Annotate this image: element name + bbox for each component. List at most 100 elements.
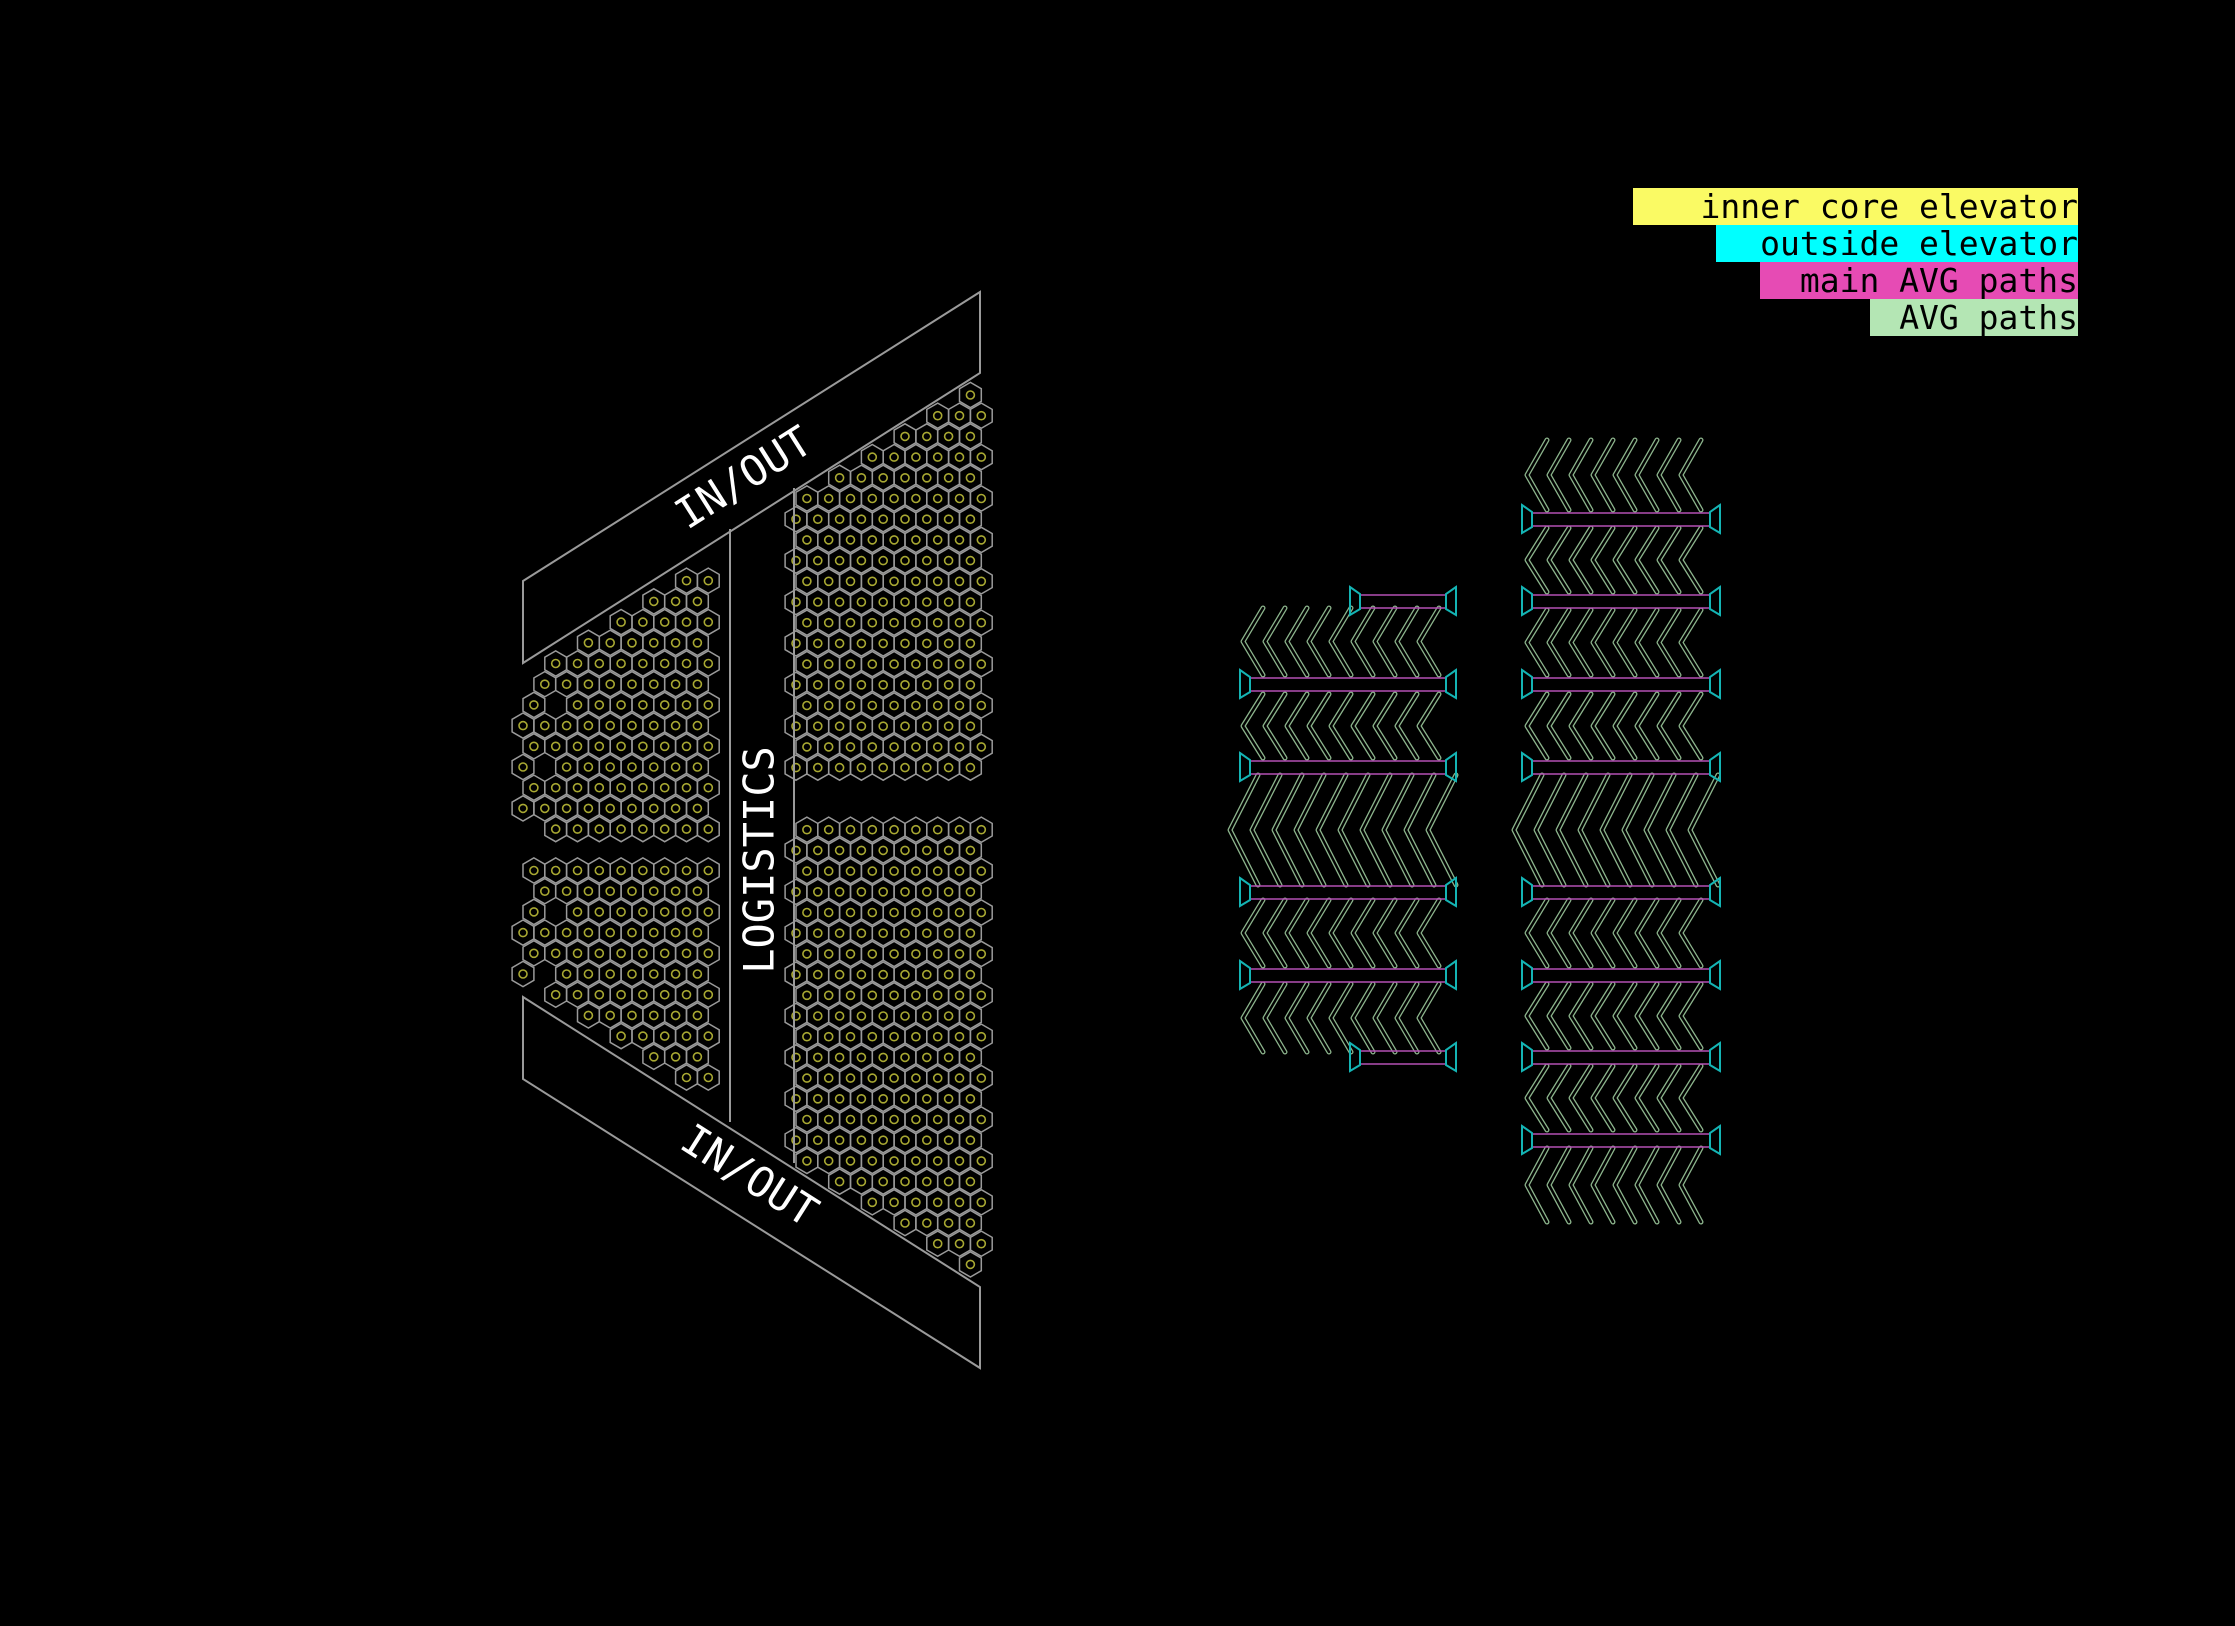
storage-slot-marker — [681, 575, 692, 586]
storage-hex-cell — [958, 671, 983, 699]
storage-hex-cell — [936, 1209, 961, 1237]
avg-path-chevron-inner — [1556, 773, 1588, 887]
storage-hex-cell — [533, 794, 557, 822]
storage-hex-cell — [947, 981, 972, 1009]
storage-slot-marker — [878, 1011, 889, 1021]
storage-hex-cell — [936, 1002, 961, 1030]
storage-slot-marker — [943, 597, 954, 607]
storage-hex-cell — [827, 1126, 852, 1154]
storage-hex-cell — [565, 650, 590, 677]
storage-hex-cell — [817, 981, 841, 1009]
avg-path-chevron — [1678, 525, 1704, 595]
storage-slot-marker — [681, 824, 692, 834]
storage-slot-marker — [572, 907, 583, 917]
storage-hex-cell — [598, 629, 622, 657]
storage-slot-marker — [638, 989, 648, 1000]
storage-hex-cell — [849, 712, 874, 740]
storage-hex-cell — [544, 774, 568, 802]
storage-hex-cell — [860, 526, 884, 554]
storage-hex-cell — [915, 754, 939, 782]
elevator-icon — [1445, 585, 1457, 617]
storage-slot-marker — [911, 617, 921, 628]
storage-slot-marker — [561, 803, 572, 814]
storage-slot-marker — [550, 824, 561, 834]
storage-slot-marker — [802, 700, 812, 711]
storage-hex-cell — [642, 712, 666, 740]
avg-path-chevron — [1568, 1145, 1594, 1225]
avg-path-chevron-inner — [1635, 982, 1659, 1050]
storage-slot-marker — [791, 1011, 801, 1021]
storage-hex-cell — [860, 692, 884, 719]
storage-hex-cell — [936, 1043, 961, 1071]
avg-path-chevron — [1240, 981, 1266, 1055]
avg-path-chevron-inner — [1373, 982, 1397, 1054]
storage-slot-marker — [627, 886, 637, 897]
storage-hex-cell — [663, 670, 688, 698]
storage-slot-marker — [856, 555, 867, 566]
storage-slot-marker — [943, 472, 954, 483]
storage-hex-cell — [544, 857, 568, 884]
storage-hex-cell — [827, 836, 852, 864]
storage-slot-marker — [670, 1010, 681, 1021]
storage-hex-cell — [838, 609, 863, 637]
elevator-icon — [1445, 876, 1457, 908]
storage-slot-marker — [648, 679, 659, 690]
storage-hex-cell — [631, 815, 655, 843]
storage-hex-cell — [806, 1085, 830, 1113]
avg-path-chevron-inner — [1307, 898, 1331, 968]
storage-hex-cell — [696, 732, 720, 760]
storage-hex-cell — [587, 650, 611, 677]
storage-slot-marker — [791, 514, 801, 525]
avg-path-chevron — [1524, 525, 1550, 595]
storage-slot-marker — [921, 1011, 932, 1021]
avg-path-chevron — [1612, 1063, 1638, 1133]
storage-slot-marker — [900, 431, 910, 442]
avg-path-chevron — [1284, 981, 1310, 1055]
avg-path-chevron — [1524, 691, 1550, 761]
storage-slot-marker — [703, 782, 714, 793]
storage-hex-cell — [860, 733, 884, 761]
storage-hex-cell — [947, 1023, 972, 1051]
storage-hex-cell — [827, 712, 852, 740]
storage-slot-marker — [594, 948, 605, 959]
storage-hex-cell — [926, 1230, 950, 1258]
storage-slot-marker — [943, 969, 954, 980]
storage-hex-cell — [969, 899, 993, 926]
storage-hex-cell — [969, 1147, 993, 1175]
storage-slot-marker — [812, 514, 823, 525]
elevator-icon — [1709, 876, 1721, 908]
storage-slot-marker — [921, 845, 932, 856]
storage-hex-cell — [936, 505, 961, 533]
storage-hex-cell — [653, 939, 677, 967]
storage-slot-marker — [954, 1197, 965, 1208]
storage-slot-marker — [638, 948, 648, 959]
storage-slot-marker — [518, 803, 528, 814]
storage-hex-cell — [806, 961, 830, 989]
storage-slot-marker — [867, 1114, 878, 1125]
storage-hex-cell — [849, 961, 874, 989]
avg-path-chevron-inner — [1679, 898, 1703, 968]
avg-path-chevron — [1372, 981, 1398, 1055]
storage-slot-marker — [791, 886, 801, 897]
storage-slot-marker — [802, 742, 812, 752]
avg-path-chevron-inner — [1591, 608, 1615, 677]
elevator-icon — [1239, 751, 1251, 783]
storage-slot-marker — [921, 1135, 932, 1145]
storage-slot-marker — [561, 720, 572, 731]
storage-hex-cell — [904, 1147, 928, 1175]
storage-slot-marker — [616, 741, 626, 752]
storage-slot-marker — [889, 659, 899, 669]
storage-hex-cell — [609, 608, 633, 636]
storage-slot-marker — [932, 452, 943, 462]
storage-slot-marker — [594, 865, 605, 876]
storage-slot-marker — [878, 1094, 889, 1104]
storage-hex-cell — [685, 587, 710, 615]
storage-slot-marker — [703, 824, 714, 834]
storage-hex-cell — [795, 1106, 819, 1133]
storage-hex-cell — [838, 526, 863, 554]
storage-slot-marker — [627, 720, 637, 731]
storage-slot-marker — [878, 886, 889, 897]
storage-hex-cell — [631, 939, 655, 967]
storage-hex-cell — [663, 1043, 688, 1071]
storage-slot-marker — [976, 742, 987, 752]
